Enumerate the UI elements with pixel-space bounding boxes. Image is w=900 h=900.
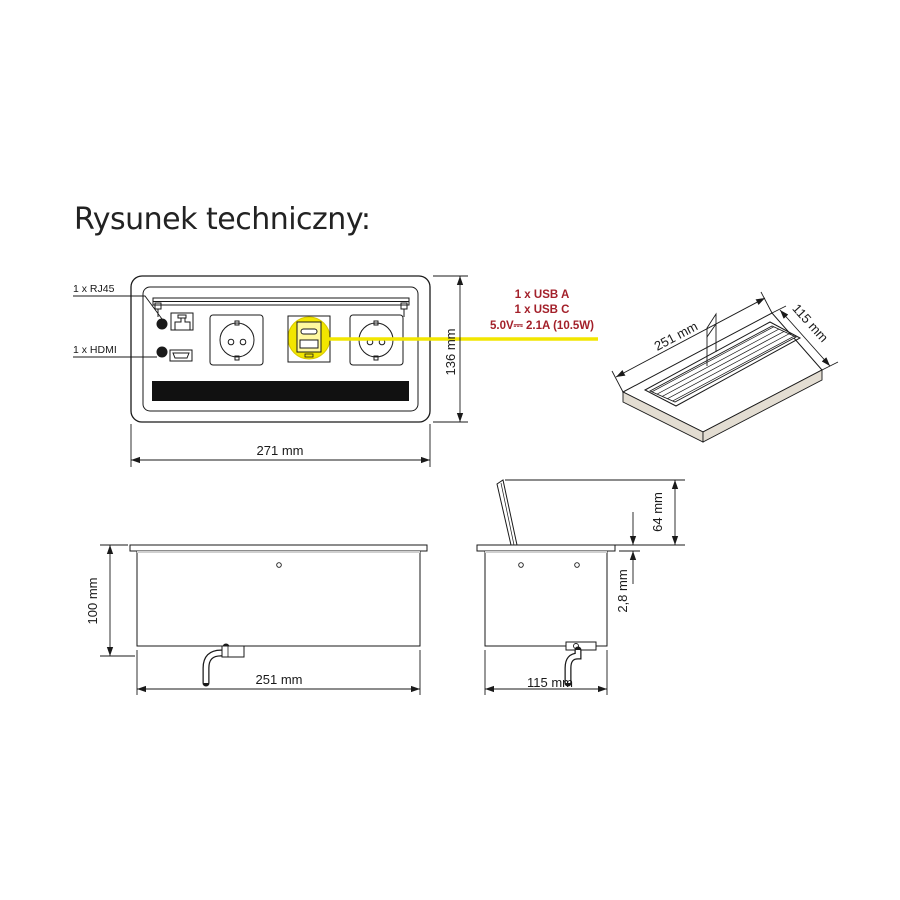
dim-side-flange: [619, 512, 640, 584]
side-flange: [476, 544, 616, 552]
usb-module: [287, 315, 331, 363]
hinge-rail: [152, 297, 410, 317]
dim-side-width-label: 115 mm: [527, 675, 573, 690]
side-view: [476, 479, 616, 687]
side-screw-right: [574, 562, 580, 568]
usb-a-label: 1 x USB A: [515, 289, 570, 301]
socket-left: [209, 314, 264, 366]
side-body: [484, 550, 608, 647]
front-body: [136, 550, 421, 647]
dim-top-height-label: 136 mm: [443, 329, 458, 376]
front-view: [129, 544, 428, 687]
front-screw: [276, 562, 282, 568]
top-view: [130, 275, 598, 423]
dim-iso-width-label: 115 mm: [789, 301, 831, 345]
usb-a-port: [299, 339, 319, 349]
dim-iso-length: [611, 291, 773, 393]
rj45-callout-dot: [156, 318, 168, 330]
dim-side-lid: [505, 479, 685, 546]
rj45-leader: [73, 295, 163, 320]
rj45-port: [170, 312, 194, 331]
iso-lid: [706, 312, 717, 339]
rj45-label: 1 x RJ45: [73, 283, 115, 295]
hdmi-label: 1 x HDMI: [73, 344, 117, 356]
dim-side-flange-label: 2,8 mm: [615, 569, 630, 612]
dim-top-width: [130, 424, 431, 467]
dim-side-lid-label: 64 mm: [650, 492, 665, 532]
iso-slab-side: [702, 369, 823, 443]
isometric-view: [621, 312, 823, 443]
hdmi-port: [169, 349, 193, 362]
usb-c-port: [300, 328, 318, 335]
side-screw-left: [518, 562, 524, 568]
side-flange-shade: [485, 551, 607, 553]
dim-front-height-label: 100 mm: [85, 578, 100, 625]
usb-power-label: 5.0V⎓ 2.1A (10.5W): [490, 320, 594, 332]
usb-led: [304, 353, 314, 358]
brush-strip: [152, 381, 409, 401]
dim-front-width-label: 251 mm: [256, 672, 303, 687]
dim-front-height: [100, 544, 135, 657]
hdmi-callout-dot: [156, 346, 168, 358]
dim-top-height: [433, 275, 468, 423]
side-cable: [564, 641, 597, 687]
dim-iso-width: [771, 305, 839, 371]
dim-top-width-label: 271 mm: [257, 443, 304, 458]
dim-side-width: [484, 650, 608, 695]
top-view-inner-frame: [142, 286, 419, 412]
front-cable: [202, 643, 245, 687]
usb-c-label: 1 x USB C: [515, 304, 570, 316]
front-flange: [129, 544, 428, 552]
front-flange-shade: [137, 551, 420, 553]
page-title: Rysunek techniczny:: [74, 202, 371, 237]
dim-front-width: [136, 650, 421, 695]
